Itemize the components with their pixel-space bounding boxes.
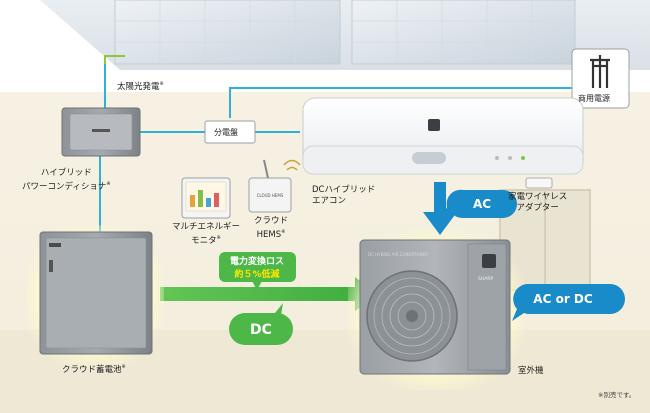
multi-monitor-label-line1: マルチエネルギー	[172, 222, 241, 232]
battery-logo	[49, 243, 61, 247]
dc-callout: DC	[229, 303, 293, 345]
wireless-adapter-label-line1: 家電ワイヤレス	[508, 192, 568, 202]
battery-label-mark: ※	[121, 364, 126, 370]
hems-screen-text: CLOUD HEMS	[257, 193, 284, 198]
dc-bubble	[229, 303, 293, 345]
conditioner-logo	[92, 129, 110, 132]
battery-label: クラウド蓄電池※	[62, 362, 126, 376]
distribution-board-box	[204, 120, 256, 144]
monitor-bar-1	[190, 195, 195, 207]
aircon-indicator-3	[521, 156, 525, 160]
dc-arrow-body	[160, 287, 360, 301]
wire-board-to-grid	[229, 87, 580, 118]
ac-arrow-body	[434, 182, 446, 216]
hems-label-mark: ※	[281, 229, 286, 235]
loss-text-line2: 約５%低減	[234, 268, 279, 280]
aircon-indicator-1	[495, 156, 499, 160]
wireless-adapter-label-line2: アダプター	[516, 203, 559, 213]
multi-monitor-label: マルチエネルギー モニタ※	[172, 222, 240, 247]
hybrid-conditioner-label-line2: パワーコンディショナ	[22, 181, 107, 192]
aircon-indicator-2	[508, 156, 512, 160]
outdoor-badge	[482, 254, 496, 268]
hybrid-conditioner-label-line1: ハイブリッド	[40, 168, 92, 178]
ac-or-dc-bubble	[512, 284, 625, 321]
hybrid-conditioner-label-mark: ※	[106, 181, 111, 187]
solar-panel-right	[351, 0, 576, 65]
ac-callout: AC	[443, 189, 517, 219]
ac-callout-text: AC	[473, 197, 491, 211]
grid-power-label: 商用電源	[578, 93, 610, 104]
hems-label: クラウド HEMS※	[254, 216, 288, 241]
cloud-hems-device: CLOUD HEMS	[248, 159, 301, 213]
multi-energy-monitor	[181, 177, 231, 219]
hems-body	[248, 177, 292, 213]
cloud-battery	[39, 231, 153, 355]
aircon-label-line2: エアコン	[312, 196, 347, 206]
battery-label-text: クラウド蓄電池	[62, 364, 122, 375]
ac-or-dc-text: AC or DC	[533, 292, 593, 306]
wifi-waves-icon	[283, 159, 301, 171]
distribution-board-label-text: 分電盤	[214, 128, 238, 137]
solar-label-mark: ※	[159, 81, 164, 87]
loss-text-line1: 電力変換ロス	[230, 255, 284, 267]
solar-panel-left	[114, 0, 341, 65]
wireless-adapter	[525, 177, 553, 189]
distribution-board	[204, 120, 256, 144]
wiring	[99, 55, 580, 232]
ac-bubble	[443, 189, 517, 219]
hybrid-conditioner	[61, 107, 141, 157]
loss-bubble-tail	[252, 281, 262, 290]
hems-label-line1: クラウド	[254, 216, 289, 226]
fan-grille-rings	[373, 277, 451, 355]
hems-antenna	[263, 159, 269, 179]
solar-panels	[114, 0, 576, 65]
outdoor-unit-label: 室外機	[518, 366, 544, 377]
monitor-bar-3	[206, 198, 211, 207]
fan-hub	[406, 310, 418, 322]
wireless-adapter-label: 家電ワイヤレス アダプター	[508, 192, 567, 214]
multi-monitor-label-mark: ※	[216, 235, 221, 241]
ac-arrow-head	[423, 212, 457, 235]
dc-callout-text: DC	[250, 322, 272, 338]
outdoor-series-text: DC HYBRID AIR CONDITIONER	[368, 252, 428, 257]
ac-or-dc-callout: AC or DC	[512, 284, 625, 321]
grid-power	[571, 48, 630, 109]
outdoor-unit-label-text: 室外機	[518, 366, 544, 376]
monitor-bar-2	[198, 190, 203, 207]
battery-indicator	[49, 260, 53, 272]
hybrid-conditioner-label: ハイブリッド パワーコンディショナ※	[22, 168, 111, 193]
loss-bubble	[219, 252, 296, 282]
hems-label-line2: HEMS	[256, 229, 282, 240]
battery-front	[45, 237, 147, 349]
monitor-bar-4	[214, 193, 219, 207]
utility-pole-icon	[590, 55, 610, 88]
loss-callout: 電力変換ロス 約５%低減	[219, 252, 296, 290]
footnote-text: ※別売です。	[598, 391, 636, 399]
indoor-aircon	[302, 97, 584, 189]
solar-label-text: 太陽光発電	[117, 81, 160, 92]
ac-flow-arrow	[423, 182, 457, 235]
wire-solar-top	[104, 55, 125, 64]
outdoor-brand-text: SHARP	[478, 276, 493, 282]
solar-label: 太陽光発電※	[117, 79, 164, 93]
aircon-display	[412, 152, 446, 164]
aircon-label: DCハイブリッド エアコン	[312, 185, 375, 207]
distribution-board-label: 分電盤	[214, 127, 238, 138]
aircon-label-line1: DCハイブリッド	[312, 185, 376, 195]
grid-power-label-text: 商用電源	[578, 94, 610, 103]
multi-monitor-label-line2: モニタ	[191, 235, 217, 246]
footnote: ※別売です。	[598, 389, 635, 399]
aircon-emblem	[428, 119, 440, 131]
outdoor-unit: SHARP DC HYBRID AIR CONDITIONER	[359, 239, 511, 375]
